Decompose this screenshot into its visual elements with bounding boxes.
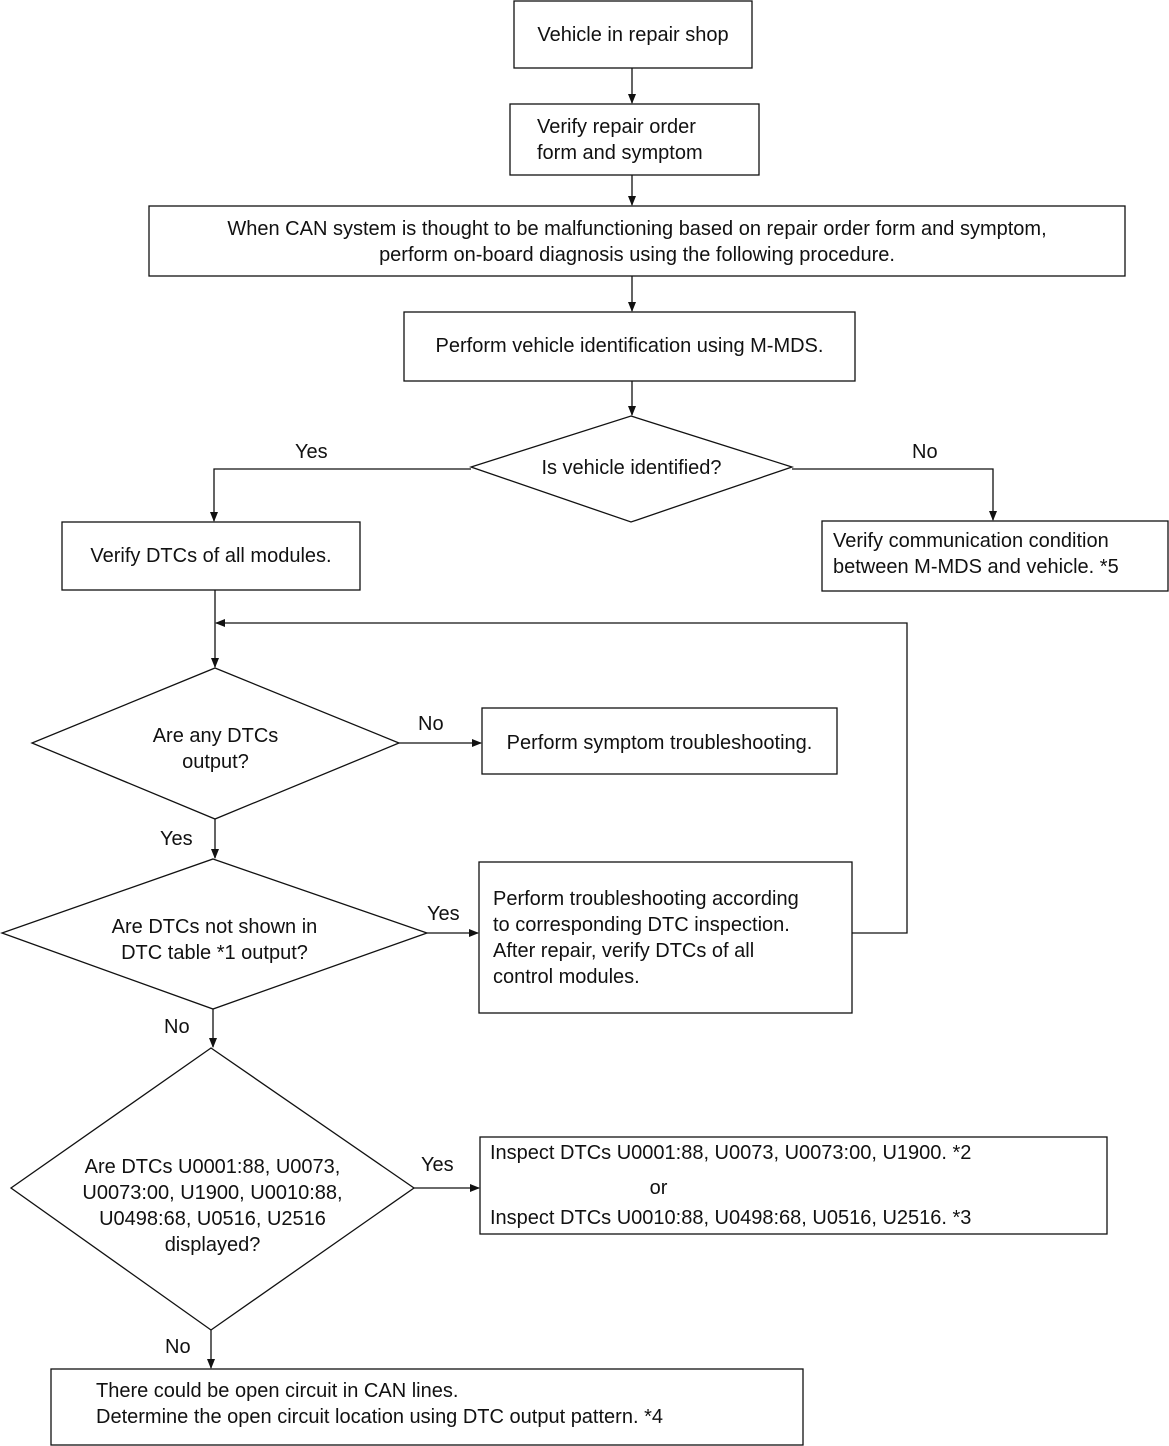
decision-any-dtcs-line-2: output?	[182, 751, 249, 773]
can-malfunction-line-1: When CAN system is thought to be malfunc…	[227, 218, 1047, 240]
verify-order-text: Verify repair order form and symptom	[537, 114, 703, 166]
verify-dtcs-text: Verify DTCs of all modules.	[90, 545, 332, 567]
verify-comm-text: Verify communication condition between M…	[833, 528, 1119, 580]
open-circuit-line-1: There could be open circuit in CAN lines…	[96, 1380, 459, 1402]
inspect-dtcs-line-2: Inspect DTCs U0010:88, U0498:68, U0516, …	[490, 1207, 972, 1229]
decision-not-shown-line-2: DTC table *1 output?	[121, 942, 308, 964]
label-u-codes-no: No	[165, 1336, 191, 1358]
verify-comm-line-2: between M-MDS and vehicle. *5	[833, 556, 1119, 578]
label-any-dtcs-yes: Yes	[160, 828, 193, 850]
vehicle-id-text: Perform vehicle identification using M-M…	[435, 335, 824, 357]
dtc-troubleshooting-line-3: After repair, verify DTCs of all	[493, 940, 755, 962]
decision-u-codes-line-2: U0073:00, U1900, U0010:88,	[82, 1182, 343, 1204]
symptom-troubleshooting-text: Perform symptom troubleshooting.	[506, 732, 813, 754]
dtc-troubleshooting-line-2: to corresponding DTC inspection.	[493, 914, 790, 936]
label-not-shown-no: No	[164, 1016, 190, 1038]
verify-comm-line-1: Verify communication condition	[833, 530, 1109, 552]
decision-u-codes-line-1: Are DTCs U0001:88, U0073,	[84, 1156, 341, 1178]
decision-not-shown-text: Are DTCs not shown in DTC table *1 outpu…	[2, 914, 427, 966]
arrow-identified-yes	[210, 468, 471, 522]
box-can-malfunction	[148, 205, 1126, 277]
box-verify-order	[509, 103, 760, 176]
decision-u-codes-text: Are DTCs U0001:88, U0073, U0073:00, U190…	[11, 1154, 414, 1258]
inspect-dtcs-or: or	[649, 1177, 668, 1199]
decision-any-dtcs-text: Are any DTCs output?	[32, 723, 399, 775]
diamond-identified	[468, 415, 795, 523]
open-circuit-line-2: Determine the open circuit location usin…	[96, 1406, 663, 1428]
inspect-dtcs-line-1: Inspect DTCs U0001:88, U0073, U0073:00, …	[490, 1142, 972, 1164]
box-symptom-troubleshooting	[481, 707, 838, 775]
label-identified-yes: Yes	[295, 441, 328, 463]
decision-identified-text: Is vehicle identified?	[541, 457, 722, 479]
label-identified-no: No	[912, 441, 938, 463]
box-inspect-dtcs	[479, 1136, 1108, 1235]
decision-u-codes-line-4: displayed?	[164, 1234, 261, 1256]
can-malfunction-line-2: perform on-board diagnosis using the fol…	[379, 244, 895, 266]
box-verify-comm	[821, 520, 1169, 592]
dtc-troubleshooting-text: Perform troubleshooting according to cor…	[493, 886, 799, 990]
box-open-circuit	[50, 1368, 804, 1446]
box-dtc-troubleshooting	[478, 861, 853, 1014]
box-vehicle-id	[403, 311, 856, 382]
label-not-shown-yes: Yes	[427, 903, 460, 925]
label-any-dtcs-no: No	[418, 713, 444, 735]
can-malfunction-text: When CAN system is thought to be malfunc…	[149, 216, 1125, 268]
verify-order-line-1: Verify repair order	[537, 116, 696, 138]
box-verify-dtcs	[61, 521, 361, 591]
open-circuit-text: There could be open circuit in CAN lines…	[96, 1378, 663, 1430]
dtc-troubleshooting-line-4: control modules.	[493, 966, 640, 988]
decision-u-codes-line-3: U0498:68, U0516, U2516	[99, 1208, 326, 1230]
arrow-loop-back	[215, 619, 908, 934]
verify-order-line-2: form and symptom	[537, 142, 703, 164]
box-start	[513, 0, 753, 69]
decision-any-dtcs-line-1: Are any DTCs	[152, 725, 279, 747]
arrow-identified-no	[792, 468, 997, 521]
start-text: Vehicle in repair shop	[537, 24, 729, 46]
decision-not-shown-line-1: Are DTCs not shown in	[111, 916, 318, 938]
dtc-troubleshooting-line-1: Perform troubleshooting according	[493, 888, 799, 910]
label-u-codes-yes: Yes	[421, 1154, 454, 1176]
